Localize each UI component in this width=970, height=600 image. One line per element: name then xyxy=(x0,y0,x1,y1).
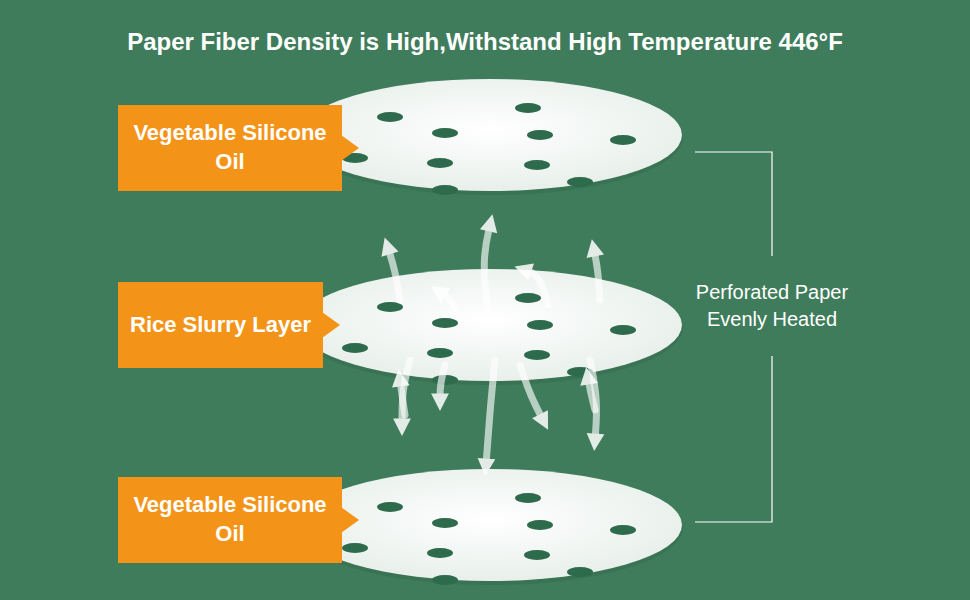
hole xyxy=(342,543,368,553)
tag-text: Vegetable Silicone Oil xyxy=(130,119,330,176)
hole xyxy=(377,112,403,122)
label-tag: Vegetable Silicone Oil xyxy=(118,477,342,563)
paper-disc xyxy=(297,269,683,385)
hole xyxy=(515,493,541,503)
hole xyxy=(610,135,636,145)
heat-arrow xyxy=(520,365,548,430)
tag-text: Rice Slurry Layer xyxy=(130,311,311,340)
hole xyxy=(427,158,453,168)
heat-arrow xyxy=(431,365,449,411)
hole xyxy=(432,185,458,195)
hole xyxy=(515,103,541,113)
label-tag: Vegetable Silicone Oil xyxy=(118,105,342,191)
heat-arrow xyxy=(393,360,411,436)
hole xyxy=(377,302,403,312)
heat-arrow xyxy=(515,264,548,305)
hole xyxy=(524,350,550,360)
paper-disc xyxy=(297,79,683,195)
hole xyxy=(567,177,593,187)
hole xyxy=(432,128,458,138)
heat-arrow xyxy=(478,360,496,476)
bracket-line xyxy=(695,356,772,522)
label-tag: Rice Slurry Layer xyxy=(118,282,323,368)
tag-text: Vegetable Silicone Oil xyxy=(130,491,330,548)
hole xyxy=(377,502,403,512)
hole xyxy=(515,293,541,303)
hole xyxy=(610,525,636,535)
bracket xyxy=(695,152,772,522)
bracket-line xyxy=(695,152,772,256)
hole xyxy=(610,325,636,335)
hole xyxy=(527,520,553,530)
title: Paper Fiber Density is High,Withstand Hi… xyxy=(0,28,970,56)
hole xyxy=(432,518,458,528)
heat-arrow xyxy=(480,214,497,310)
tag-pointer xyxy=(341,477,359,563)
heat-arrow xyxy=(580,367,598,410)
heat-arrow xyxy=(392,369,410,415)
heat-arrow xyxy=(381,238,400,300)
tag-pointer xyxy=(322,282,340,368)
heat-arrow xyxy=(431,286,458,315)
hole xyxy=(524,160,550,170)
paper-disc xyxy=(297,469,683,585)
heat-arrow xyxy=(587,239,604,300)
hole xyxy=(427,348,453,358)
hole xyxy=(524,550,550,560)
hole xyxy=(427,548,453,558)
hole xyxy=(527,320,553,330)
tag-pointer xyxy=(341,105,359,191)
hole xyxy=(342,343,368,353)
hole xyxy=(432,575,458,585)
hole xyxy=(432,318,458,328)
bracket-note: Perforated Paper Evenly Heated xyxy=(672,279,872,333)
hole xyxy=(527,130,553,140)
hole xyxy=(567,567,593,577)
